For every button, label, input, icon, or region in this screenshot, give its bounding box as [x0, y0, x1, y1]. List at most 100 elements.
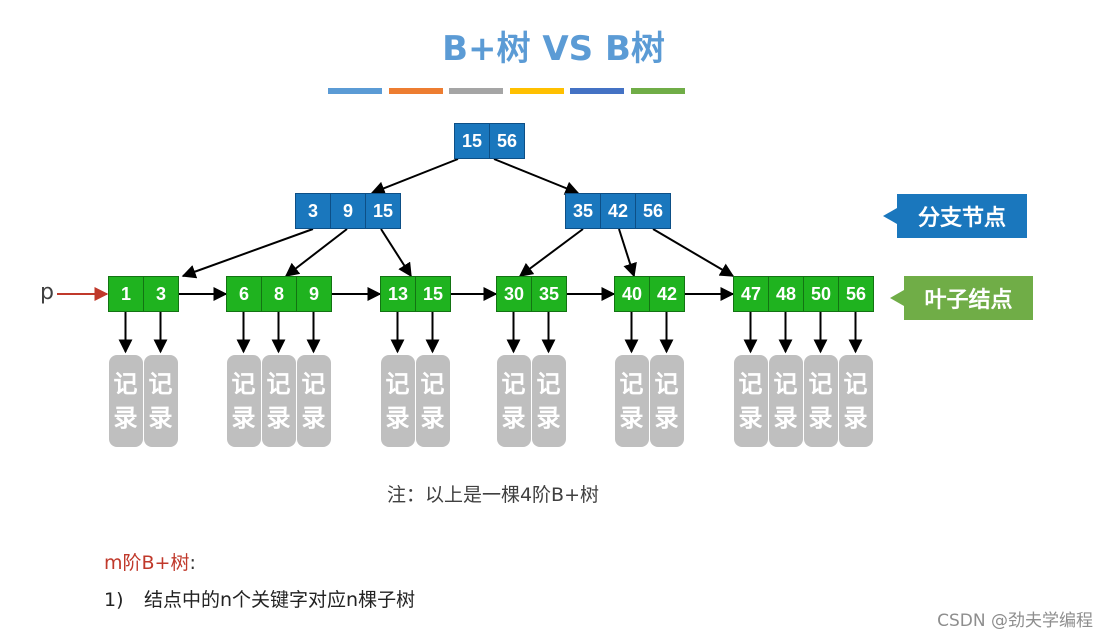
node-key: 42: [600, 193, 636, 229]
node-key: 6: [226, 276, 262, 312]
node-key: 9: [296, 276, 332, 312]
record-label: 录: [420, 404, 445, 432]
record-block: 记录: [380, 355, 415, 447]
record-label: 记: [536, 370, 561, 398]
record-label: 录: [536, 404, 561, 432]
record-block: 记录: [531, 355, 566, 447]
node-key: 15: [365, 193, 401, 229]
record-label: 录: [808, 404, 833, 432]
record-label: 记: [113, 370, 138, 398]
record-label: 录: [654, 404, 679, 432]
record-label: 录: [231, 404, 256, 432]
node-key: 15: [454, 123, 490, 159]
definition-item: 1) 结点中的n个关键字对应n棵子树: [104, 585, 415, 612]
node-key: 9: [330, 193, 366, 229]
record-label: 记: [654, 370, 679, 398]
record-label: 记: [148, 370, 173, 398]
record-block: 记录: [415, 355, 450, 447]
node-key: 8: [261, 276, 297, 312]
node-key: 35: [565, 193, 601, 229]
branch-edge: [284, 228, 348, 277]
node-key: 56: [838, 276, 874, 312]
title-color-bar-segment: [509, 88, 564, 94]
record-block: 记录: [614, 355, 649, 447]
record-block: 记录: [261, 355, 296, 447]
record-label: 录: [773, 404, 798, 432]
title-color-bar-segment: [449, 88, 503, 94]
title-color-bar-segment: [388, 88, 443, 94]
node-key: 42: [649, 276, 685, 312]
definition-item-text: 结点中的n个关键字对应n棵子树: [144, 589, 416, 611]
record-block: 记录: [838, 355, 873, 447]
branch-node-tag-label: 分支节点: [917, 206, 1006, 231]
record-block: 记录: [768, 355, 803, 447]
record-label: 记: [301, 370, 326, 398]
record-label: 录: [385, 404, 410, 432]
record-label: 记: [501, 370, 526, 398]
pointer-label: p: [40, 280, 54, 305]
record-label: 录: [738, 404, 763, 432]
node-key: 48: [768, 276, 804, 312]
node-key: 13: [380, 276, 416, 312]
definition-heading-colon: :: [189, 552, 196, 574]
definition-heading: m阶B+树:: [104, 548, 196, 575]
node-key: 56: [489, 123, 525, 159]
record-block: 记录: [496, 355, 531, 447]
node-key: 47: [733, 276, 769, 312]
branch-edge: [618, 228, 637, 278]
node-key: 3: [143, 276, 179, 312]
branch-edge: [181, 228, 314, 279]
node-key: 56: [635, 193, 671, 229]
record-label: 记: [808, 370, 833, 398]
tag-arrow: [883, 208, 897, 224]
root-edge: [370, 158, 459, 195]
record-label: 录: [843, 404, 868, 432]
record-block: 记录: [803, 355, 838, 447]
record-label: 录: [301, 404, 326, 432]
record-block: 记录: [108, 355, 143, 447]
definition-heading-text: m阶B+树: [104, 552, 190, 574]
branch-edge: [652, 228, 735, 277]
branch-edge: [518, 228, 584, 277]
node-key: 40: [614, 276, 650, 312]
definition-item-number: 1): [104, 589, 124, 611]
record-label: 记: [420, 370, 445, 398]
title-color-bar-segment: [328, 88, 382, 94]
caption-note: 注：以上是一棵4阶B+树: [386, 484, 600, 506]
record-block: 记录: [226, 355, 261, 447]
record-label: 录: [113, 404, 138, 432]
record-label: 记: [385, 370, 410, 398]
record-label: 记: [773, 370, 798, 398]
record-block: 记录: [296, 355, 331, 447]
node-key: 30: [496, 276, 532, 312]
page-title: B+树 VS B树: [442, 29, 665, 69]
record-label: 记: [843, 370, 868, 398]
leaf-node-tag-label: 叶子结点: [924, 288, 1013, 313]
source-credit: CSDN @劲夫学编程: [937, 611, 1093, 631]
node-key: 50: [803, 276, 839, 312]
record-label: 记: [738, 370, 763, 398]
record-label: 录: [501, 404, 526, 432]
record-label: 记: [231, 370, 256, 398]
node-key: 1: [108, 276, 144, 312]
branch-edge: [380, 228, 412, 278]
leaf-node-tag: 叶子结点: [890, 276, 1033, 320]
tag-arrow: [890, 290, 904, 306]
record-label: 记: [266, 370, 291, 398]
node-key: 15: [415, 276, 451, 312]
record-label: 录: [148, 404, 173, 432]
root-edge: [493, 158, 580, 195]
branch-node-tag: 分支节点: [883, 194, 1027, 238]
record-label: 录: [619, 404, 644, 432]
record-block: 记录: [649, 355, 684, 447]
